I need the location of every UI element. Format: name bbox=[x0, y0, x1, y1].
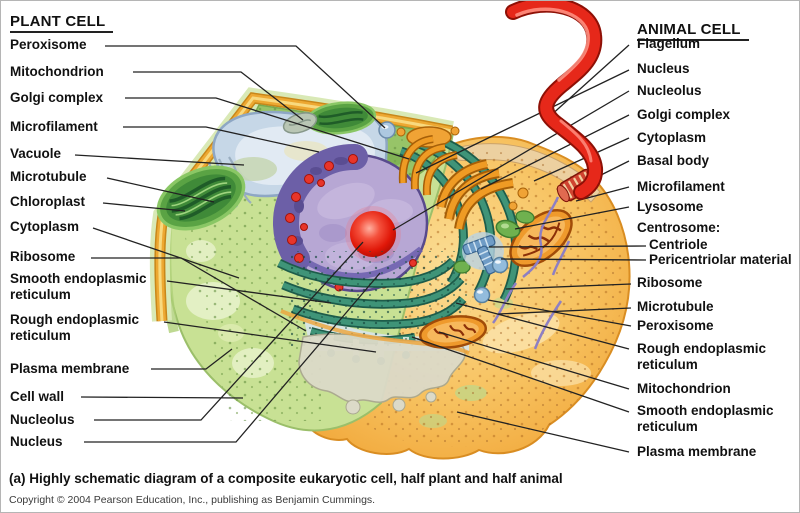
leader-plant-ribosome bbox=[91, 257, 307, 332]
leader-plant-smooth-er bbox=[166, 280, 332, 304]
label-animal-pericentriolar: Pericentriolar material bbox=[649, 252, 792, 267]
label-animal-centrosome: Centrosome: bbox=[637, 220, 721, 235]
label-plant-chloroplast: Chloroplast bbox=[10, 194, 86, 209]
label-animal-nucleolus: Nucleolus bbox=[637, 83, 702, 98]
label-animal-centriole: Centriole bbox=[649, 237, 708, 252]
copyright-notice: Copyright © 2004 Pearson Education, Inc.… bbox=[9, 494, 376, 506]
label-animal-rough-er: Rough endoplasmic reticulum bbox=[637, 341, 767, 372]
smooth-er-gray-region bbox=[280, 309, 470, 415]
label-animal-cytoplasm: Cytoplasm bbox=[637, 130, 707, 145]
label-plant-cytoplasm: Cytoplasm bbox=[10, 219, 80, 234]
leader-plant-peroxisome bbox=[105, 45, 386, 129]
plant-cell-header: PLANT CELL bbox=[10, 13, 114, 33]
leader-plant-chloroplast bbox=[102, 202, 186, 212]
label-plant-golgi: Golgi complex bbox=[10, 90, 104, 105]
leader-plant-cytoplasm bbox=[92, 227, 240, 279]
label-plant-microtubule: Microtubule bbox=[10, 169, 87, 184]
leader-animal-lysosome bbox=[514, 206, 630, 230]
leader-animal-mitochondrion bbox=[438, 331, 630, 390]
label-animal-plasma-membrane: Plasma membrane bbox=[637, 444, 757, 459]
leader-animal-peroxisome bbox=[487, 299, 632, 327]
animal-cell-header: ANIMAL CELL bbox=[637, 21, 749, 41]
nucleolus-illustration bbox=[350, 211, 396, 257]
label-animal-nucleus: Nucleus bbox=[637, 61, 690, 76]
leader-plant-mitochondrion bbox=[133, 71, 304, 121]
leader-plant-rough-er bbox=[163, 321, 377, 353]
cell-wall-illustration bbox=[149, 87, 454, 322]
label-animal-golgi: Golgi complex bbox=[637, 107, 731, 122]
label-plant-plasma-membrane: Plasma membrane bbox=[10, 361, 130, 376]
label-plant-nucleus: Nucleus bbox=[10, 434, 63, 449]
label-plant-microfilament: Microfilament bbox=[10, 119, 98, 134]
label-animal-mitochondrion: Mitochondrion bbox=[637, 381, 731, 396]
microtubule-strands bbox=[492, 196, 571, 350]
leader-plant-golgi bbox=[125, 97, 410, 160]
label-plant-ribosome: Ribosome bbox=[10, 249, 76, 264]
label-animal-peroxisome: Peroxisome bbox=[637, 318, 714, 333]
leader-animal-smooth-er bbox=[411, 336, 630, 413]
leader-animal-pericentriolar bbox=[500, 258, 647, 261]
flagellum-illustration bbox=[505, 1, 604, 200]
label-plant-smooth-er: Smooth endoplasmic reticulum bbox=[10, 271, 147, 302]
leader-animal-ribosome bbox=[505, 283, 632, 290]
figure-caption-text: Highly schematic diagram of a composite … bbox=[25, 471, 563, 486]
label-animal-lysosome: Lysosome bbox=[637, 199, 704, 214]
label-plant-nucleolus: Nucleolus bbox=[10, 412, 75, 427]
label-animal-microtubule: Microtubule bbox=[637, 299, 714, 314]
chloroplast-illustration bbox=[156, 165, 246, 231]
leader-plant-vacuole bbox=[74, 154, 245, 166]
label-animal-smooth-er: Smooth endoplasmic reticulum bbox=[637, 403, 774, 434]
leader-plant-microtubule bbox=[106, 177, 215, 203]
leader-animal-golgi bbox=[480, 114, 630, 190]
leader-plant-nucleus bbox=[84, 272, 381, 443]
label-animal-microfilament: Microfilament bbox=[637, 179, 725, 194]
label-plant-cell-wall: Cell wall bbox=[10, 389, 65, 404]
peroxisome-right-illustration bbox=[473, 256, 509, 304]
lysosome-illustration bbox=[453, 210, 535, 274]
leader-plant-plasma-membrane bbox=[151, 348, 233, 370]
label-plant-rough-er: Rough endoplasmic reticulum bbox=[10, 312, 140, 343]
label-plant-mitochondrion: Mitochondrion bbox=[10, 64, 104, 79]
figure-caption-prefix: (a) bbox=[9, 471, 26, 486]
mitochondrion-top-illustration bbox=[282, 112, 318, 134]
leader-animal-centriole bbox=[488, 245, 647, 248]
label-animal-flagellum: Flagellum bbox=[637, 36, 701, 51]
leader-plant-cell-wall bbox=[80, 396, 244, 399]
leader-animal-nucleus bbox=[415, 69, 630, 174]
leader-animal-cytoplasm bbox=[533, 137, 630, 182]
leader-animal-plasma-membrane bbox=[456, 411, 630, 453]
leader-lines bbox=[74, 44, 647, 453]
leader-animal-rough-er bbox=[455, 302, 630, 350]
leader-plant-microfilament bbox=[123, 126, 320, 153]
label-plant-peroxisome: Peroxisome bbox=[10, 37, 87, 52]
leader-animal-flagellum bbox=[548, 44, 630, 118]
label-plant-vacuole: Vacuole bbox=[10, 146, 62, 161]
figure-caption: (a) Highly schematic diagram of a compos… bbox=[9, 471, 789, 486]
label-animal-ribosome: Ribosome bbox=[637, 275, 703, 290]
leader-animal-microtubule bbox=[497, 307, 632, 315]
golgi-left-illustration bbox=[396, 126, 460, 196]
leader-animal-nucleolus bbox=[392, 90, 630, 231]
label-animal-basal-body: Basal body bbox=[637, 153, 710, 168]
leader-plant-nucleolus bbox=[94, 241, 364, 421]
